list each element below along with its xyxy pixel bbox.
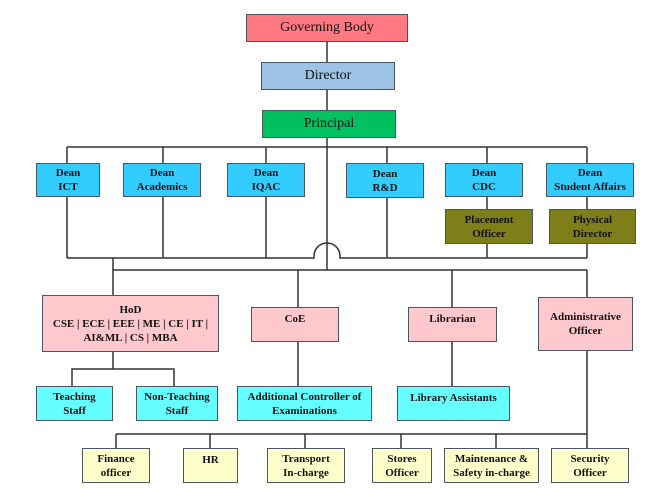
node-label: Student Affairs <box>554 181 626 193</box>
node-label: Governing Body <box>280 20 374 35</box>
node-label: HoD <box>119 303 142 316</box>
node-label: Officer <box>385 466 419 479</box>
node-label: Administrative <box>550 311 621 323</box>
principal-node: Principal <box>262 110 396 138</box>
node-label: Dean <box>577 167 603 179</box>
node-label: Placement <box>464 213 514 226</box>
node-label: R&D <box>372 181 398 194</box>
library-assistants-node: Library Assistants <box>397 386 510 421</box>
node-label: Officer <box>568 325 603 337</box>
node-label: Dean <box>253 167 279 179</box>
node-label: Examinations <box>272 404 337 417</box>
node-label: Security <box>570 452 610 465</box>
node-label: HR <box>202 454 219 466</box>
node-label: Safety in-charge <box>453 466 530 479</box>
node-label: ICT <box>58 181 78 193</box>
node-label: Principal <box>303 116 355 131</box>
node-label: officer <box>100 466 132 479</box>
node-label: Transport <box>282 452 330 465</box>
node-label: Officer <box>472 227 506 240</box>
node-label: Stores <box>387 452 417 465</box>
node-label: Additional Controller of <box>247 390 362 403</box>
director-node: Director <box>261 62 395 90</box>
node-label: Academics <box>136 181 188 193</box>
connector <box>71 368 175 386</box>
node-label: Dean <box>149 167 175 179</box>
node-label: Library Assistants <box>410 392 497 404</box>
node-label: CDC <box>472 181 496 193</box>
coe-node: CoE <box>251 307 339 342</box>
node-label: Staff <box>63 404 86 417</box>
node-label: In-charge <box>283 466 329 479</box>
node-label: Staff <box>165 404 189 417</box>
node-label: Dean <box>55 167 81 179</box>
librarian-node: Librarian <box>408 307 497 342</box>
node-label: Non-Teaching <box>144 390 210 403</box>
node-label: Maintenance & <box>454 452 528 465</box>
node-label: Finance <box>97 452 135 465</box>
node-label: Officer <box>573 466 607 479</box>
node-label: Dean <box>372 167 398 180</box>
node-label: Dean <box>471 167 497 179</box>
governing-body-node: Governing Body <box>246 14 408 42</box>
node-label: Director <box>572 227 613 240</box>
connector-hop <box>67 242 587 259</box>
node-label: Librarian <box>429 313 476 325</box>
node-label: Teaching <box>53 390 96 403</box>
node-label: AI&ML | CS | MBA <box>83 331 178 344</box>
node-label: CSE | ECE | EEE | ME | CE | IT | <box>52 317 209 330</box>
maintenance-safety-node: Maintenance &Safety in-charge <box>444 448 539 483</box>
node-label: Physical <box>572 213 613 226</box>
node-label: CoE <box>284 313 306 325</box>
node-label: Director <box>304 68 352 83</box>
hr-node: HR <box>183 448 238 483</box>
node-label: IQAC <box>251 181 281 193</box>
